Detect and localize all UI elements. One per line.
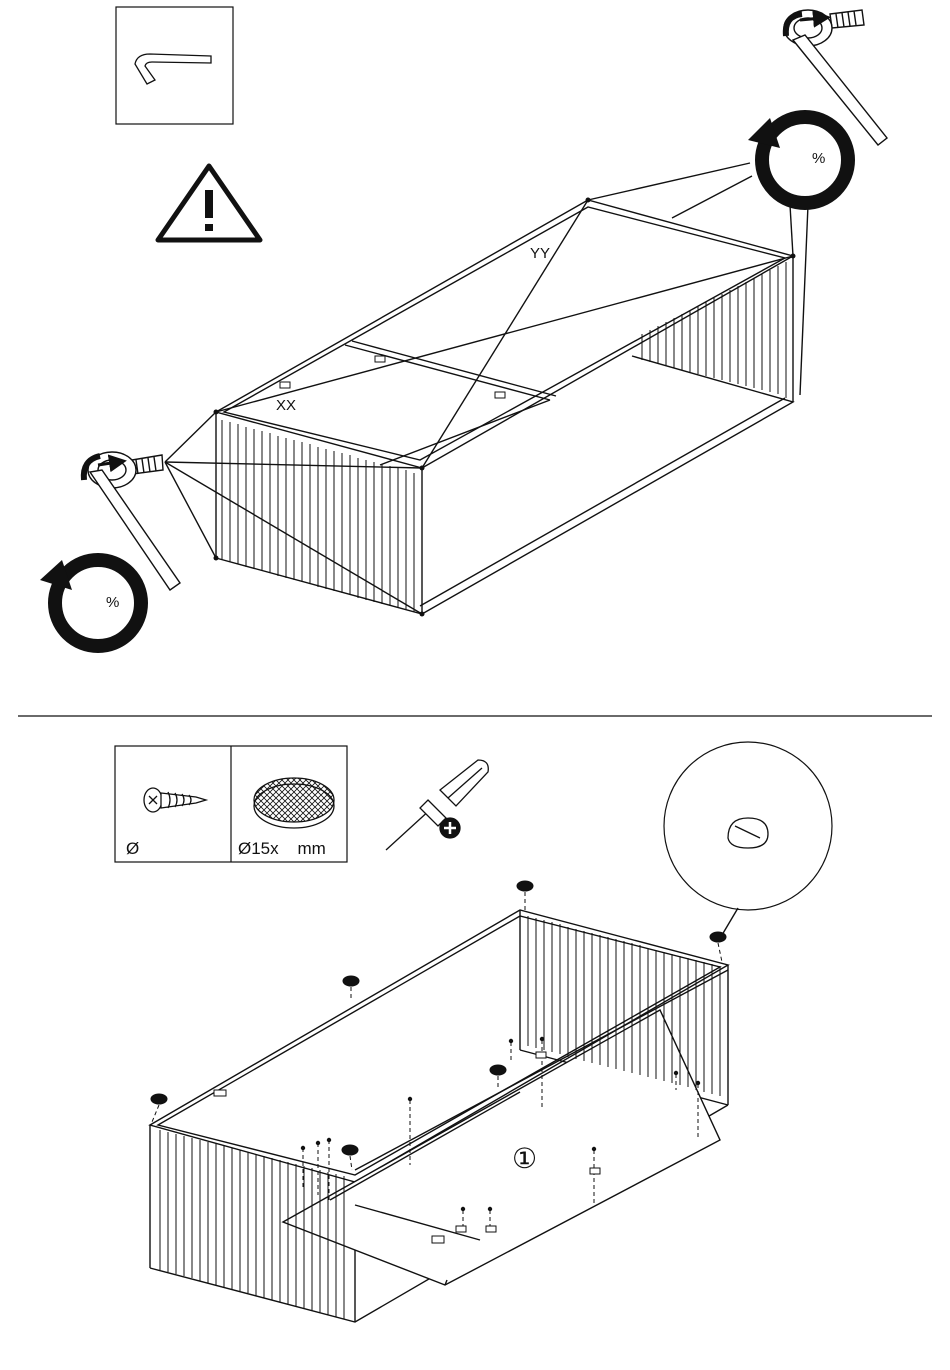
panel-marker-label: ①	[512, 1143, 537, 1174]
hex-key-box	[116, 7, 233, 124]
felt-pad-detail-zoom	[664, 742, 832, 935]
cabinet-frame-inverted	[150, 910, 728, 1322]
rotate-left-label: %	[106, 594, 119, 611]
phillips-screwdriver-icon	[386, 760, 488, 850]
step-2-panel: Ø Ø15x mm	[115, 742, 832, 1322]
diagonal-measure-lines	[165, 163, 808, 614]
frame-corner-dots	[214, 198, 796, 617]
diagonal-yy-label: YY	[530, 245, 550, 262]
rotate-clockwise-right-icon: %	[748, 117, 848, 203]
diagonal-xx-label: XX	[276, 397, 296, 414]
rotate-right-label: %	[812, 150, 825, 167]
cabinet-frame	[216, 200, 793, 614]
felt-pad-icon	[254, 778, 334, 828]
corner-brackets	[280, 356, 505, 398]
pad-caption: Ø15x mm	[238, 839, 326, 858]
warning-triangle-icon	[158, 166, 260, 240]
front-slats	[222, 420, 414, 612]
rotate-clockwise-left-icon: %	[40, 560, 141, 646]
step-1-panel: XX YY %	[40, 7, 887, 646]
screw-caption: Ø	[126, 839, 139, 858]
